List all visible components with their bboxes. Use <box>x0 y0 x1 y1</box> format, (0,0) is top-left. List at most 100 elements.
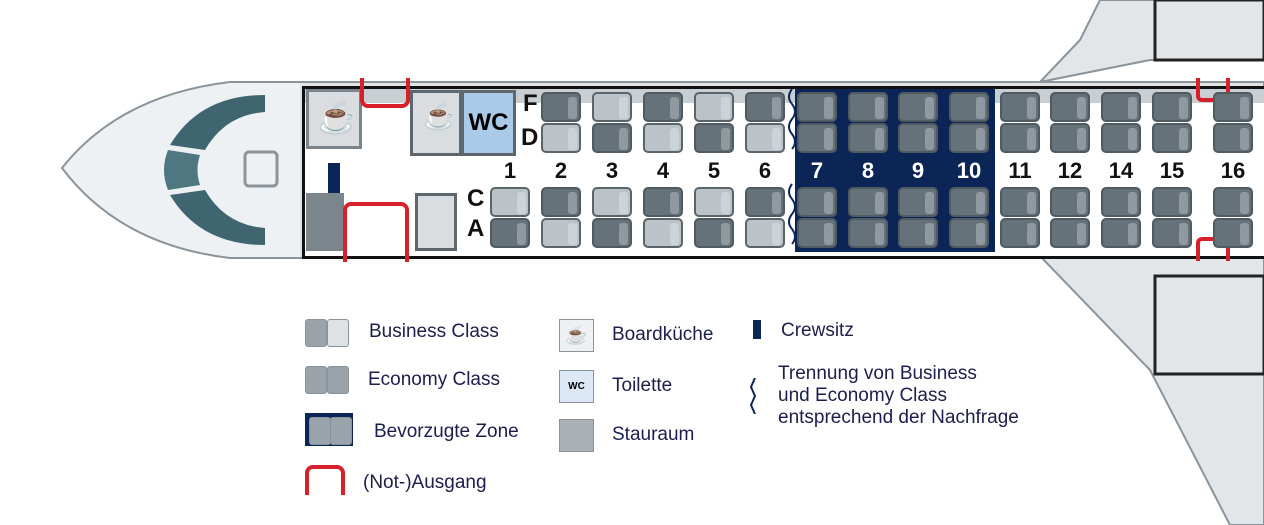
row-number: 6 <box>758 158 772 183</box>
seat-16D[interactable] <box>1213 123 1253 153</box>
seat-2D[interactable] <box>541 123 581 153</box>
seat-4C[interactable] <box>643 187 683 217</box>
seat-10A[interactable] <box>949 218 989 248</box>
row-number: 1 <box>503 158 517 183</box>
seat-armrest <box>1240 192 1249 214</box>
seat-6A[interactable] <box>745 218 785 248</box>
seat-7D[interactable] <box>797 123 837 153</box>
seat-11D[interactable] <box>1000 123 1040 153</box>
seat-armrest <box>619 223 628 245</box>
seat-4D[interactable] <box>643 123 683 153</box>
seat-10F[interactable] <box>949 92 989 122</box>
seat-armrest <box>925 192 934 214</box>
seat-5A[interactable] <box>694 218 734 248</box>
seat-armrest <box>824 128 833 150</box>
seat-5C[interactable] <box>694 187 734 217</box>
seat-8F[interactable] <box>848 92 888 122</box>
seat-3F[interactable] <box>592 92 632 122</box>
toilet-label: WC <box>468 109 509 136</box>
seat-1C[interactable] <box>490 187 530 217</box>
seat-16C[interactable] <box>1213 187 1253 217</box>
seat-16A[interactable] <box>1213 218 1253 248</box>
seat-11F[interactable] <box>1000 92 1040 122</box>
seat-8D[interactable] <box>848 123 888 153</box>
exit-door <box>343 202 409 262</box>
galley: ☕ <box>410 90 462 156</box>
seat-16F[interactable] <box>1213 92 1253 122</box>
seat-6F[interactable] <box>745 92 785 122</box>
seat-15F[interactable] <box>1152 92 1192 122</box>
seat-5F[interactable] <box>694 92 734 122</box>
seat-6C[interactable] <box>745 187 785 217</box>
seat-3A[interactable] <box>592 218 632 248</box>
legend-crew: Crewsitz <box>781 320 854 341</box>
seat-1A[interactable] <box>490 218 530 248</box>
storage <box>306 193 344 251</box>
seat-12A[interactable] <box>1050 218 1090 248</box>
seat-15D[interactable] <box>1152 123 1192 153</box>
seat-armrest <box>721 192 730 214</box>
seat-armrest <box>1027 97 1036 119</box>
seat-armrest <box>925 97 934 119</box>
seat-armrest <box>1027 223 1036 245</box>
seat-armrest <box>875 223 884 245</box>
seat-armrest <box>619 97 628 119</box>
seat-12D[interactable] <box>1050 123 1090 153</box>
legend-preferred: Bevorzugte Zone <box>374 421 519 442</box>
seat-7A[interactable] <box>797 218 837 248</box>
seat-7F[interactable] <box>797 92 837 122</box>
upper-engine <box>1153 0 1264 62</box>
seat-2F[interactable] <box>541 92 581 122</box>
legend-toilet-icon: WC <box>559 370 594 403</box>
upper-wing <box>1037 0 1264 84</box>
seat-6D[interactable] <box>745 123 785 153</box>
seat-armrest <box>772 192 781 214</box>
seat-armrest <box>1077 128 1086 150</box>
seat-2C[interactable] <box>541 187 581 217</box>
seat-armrest <box>976 97 985 119</box>
front-galley: ☕ <box>306 89 362 149</box>
seat-11A[interactable] <box>1000 218 1040 248</box>
seat-9C[interactable] <box>898 187 938 217</box>
seat-12C[interactable] <box>1050 187 1090 217</box>
seat-14A[interactable] <box>1101 218 1141 248</box>
seat-3C[interactable] <box>592 187 632 217</box>
seat-letter-D: D <box>521 124 539 151</box>
seat-14F[interactable] <box>1101 92 1141 122</box>
row-number: 11 <box>1008 158 1032 183</box>
seat-9A[interactable] <box>898 218 938 248</box>
legend-divider-line: und Economy Class <box>778 385 947 406</box>
seat-9D[interactable] <box>898 123 938 153</box>
seat-armrest <box>976 223 985 245</box>
seat-8C[interactable] <box>848 187 888 217</box>
seat-12F[interactable] <box>1050 92 1090 122</box>
seat-15A[interactable] <box>1152 218 1192 248</box>
seat-14D[interactable] <box>1101 123 1141 153</box>
seat-14C[interactable] <box>1101 187 1141 217</box>
cockpit-door <box>243 150 279 188</box>
seat-armrest <box>517 192 526 214</box>
seat-armrest <box>721 223 730 245</box>
seat-4A[interactable] <box>643 218 683 248</box>
seat-armrest <box>721 128 730 150</box>
seat-7C[interactable] <box>797 187 837 217</box>
legend-divider: Trennung von Business und Economy Class … <box>778 363 1019 429</box>
seat-4F[interactable] <box>643 92 683 122</box>
seat-armrest <box>925 128 934 150</box>
row-number: 14 <box>1108 158 1134 183</box>
seat-9F[interactable] <box>898 92 938 122</box>
seat-2A[interactable] <box>541 218 581 248</box>
seat-11C[interactable] <box>1000 187 1040 217</box>
seat-armrest <box>772 128 781 150</box>
seat-10D[interactable] <box>949 123 989 153</box>
legend-galley: Boardküche <box>612 324 714 345</box>
seat-5D[interactable] <box>694 123 734 153</box>
seat-15C[interactable] <box>1152 187 1192 217</box>
seat-3D[interactable] <box>592 123 632 153</box>
legend-galley-icon: ☕ <box>559 319 594 352</box>
seat-letter-A: A <box>467 215 485 242</box>
seat-armrest <box>1027 128 1036 150</box>
seat-armrest <box>1077 223 1086 245</box>
seat-10C[interactable] <box>949 187 989 217</box>
seat-8A[interactable] <box>848 218 888 248</box>
